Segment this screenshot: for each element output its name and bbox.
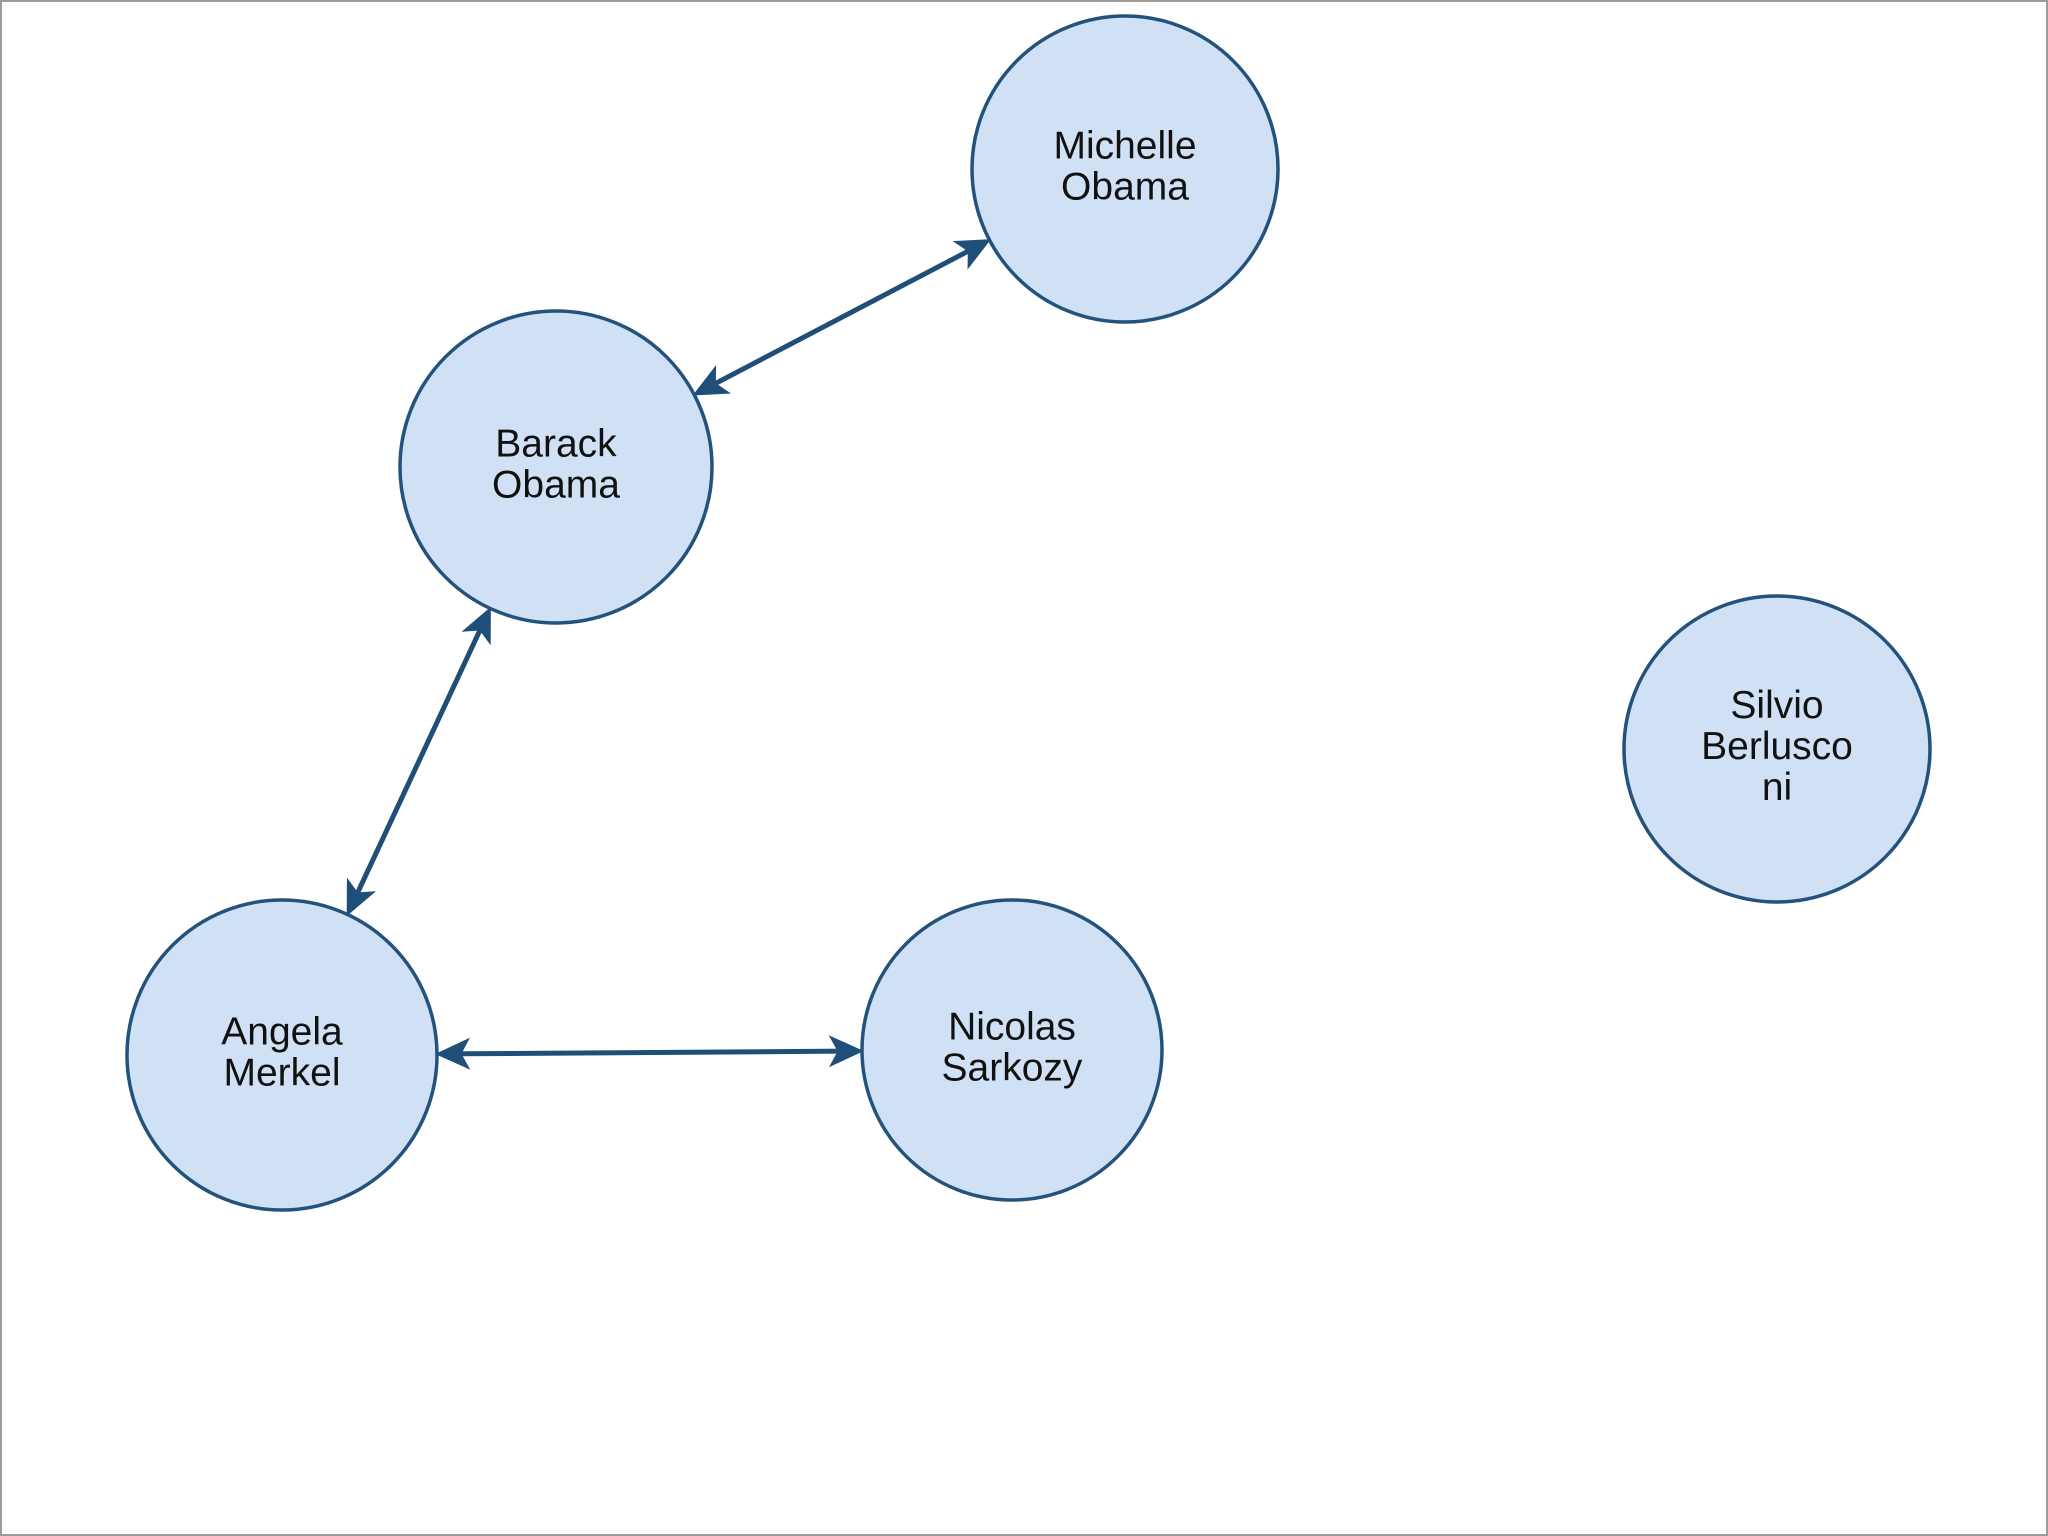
graph-edge[interactable] (435, 1035, 864, 1070)
node-shape[interactable] (860, 898, 1164, 1202)
graph-edge[interactable] (692, 239, 992, 396)
edges-layer (346, 239, 992, 1070)
node-shape[interactable] (398, 309, 714, 625)
node-shape[interactable] (970, 14, 1280, 324)
graph-edge[interactable] (346, 606, 491, 917)
node-shape[interactable] (1622, 594, 1932, 904)
node-shape[interactable] (125, 898, 439, 1212)
